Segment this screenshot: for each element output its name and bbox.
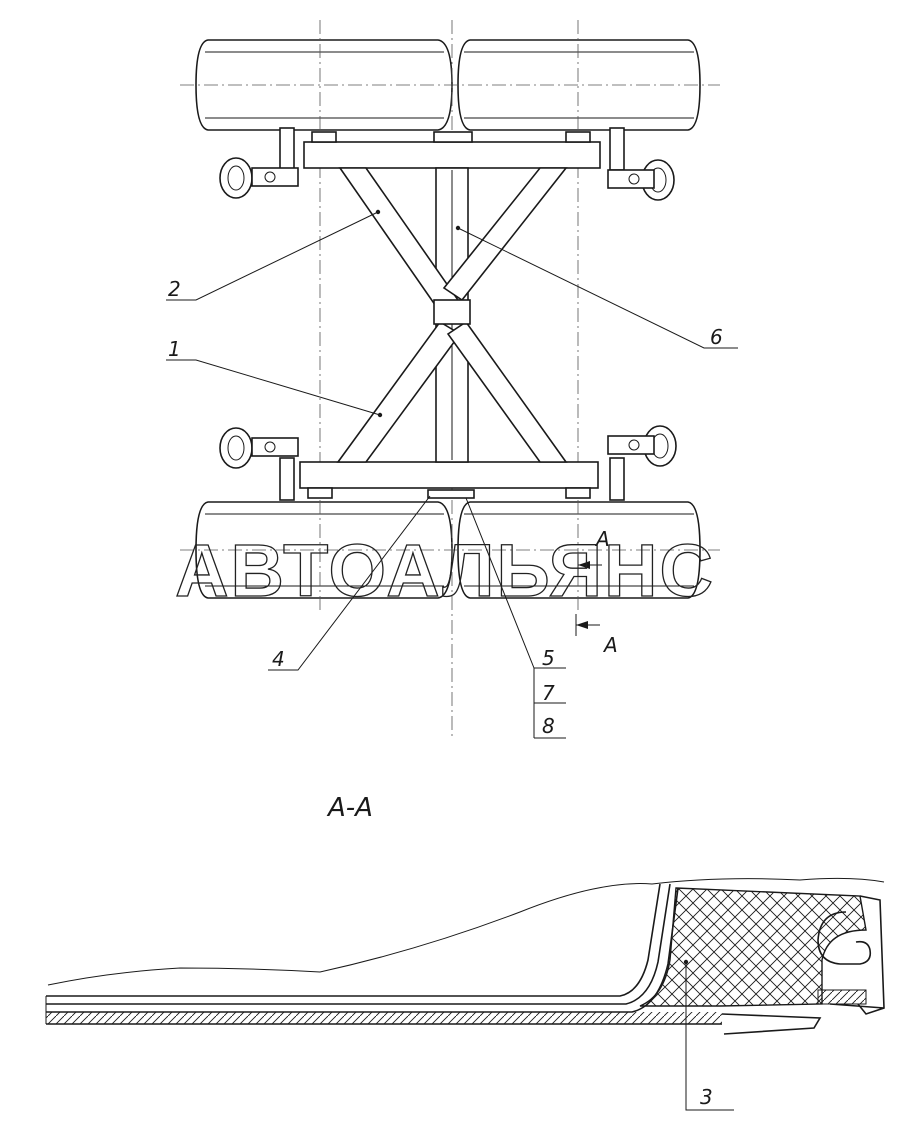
- callout-2: 2: [168, 277, 181, 301]
- section-mark-upper: A: [594, 527, 610, 551]
- callout-7: 7: [542, 681, 555, 705]
- callout-3: 3: [700, 1085, 713, 1109]
- top-cross-beam: [279, 127, 625, 171]
- bottom-right-wheel: [457, 501, 701, 599]
- fitting-bottom-right: [607, 425, 677, 467]
- section-mark-lower: A: [602, 633, 618, 657]
- watermark: АВТОАЛЬЯНС: [175, 529, 715, 612]
- fitting-top-right: [607, 159, 675, 201]
- fitting-top-left: [219, 157, 299, 199]
- bottom-cross-beam: [279, 457, 625, 501]
- top-right-wheel: [457, 39, 701, 131]
- callout-4: 4: [272, 647, 285, 671]
- callout-5: 5: [542, 646, 555, 670]
- fitting-bottom-left: [219, 427, 299, 469]
- diagonal-braces: [336, 167, 568, 463]
- leader-lines: [166, 209, 738, 739]
- section-arrow-lower: [575, 614, 600, 636]
- callout-1: 1: [168, 337, 181, 361]
- section-title: A-A: [326, 793, 373, 823]
- section-view: 3: [45, 877, 885, 1111]
- callout-6: 6: [710, 325, 723, 349]
- section-arrow-upper: [577, 554, 602, 576]
- plan-view: 2 1 6 4 5 7 8 A A: [166, 20, 738, 740]
- callout-8: 8: [542, 714, 555, 738]
